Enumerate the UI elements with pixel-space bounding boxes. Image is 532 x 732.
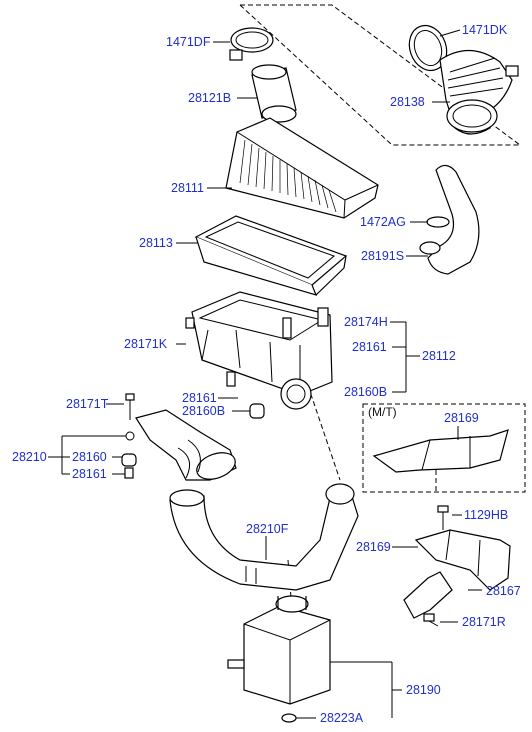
hose-28121b: [251, 64, 297, 123]
label-28161-lower: 28161: [72, 467, 107, 481]
label-28210: 28210: [12, 450, 47, 464]
label-28210f: 28210F: [246, 522, 289, 536]
label-28111: 28111: [171, 181, 204, 195]
label-28190: 28190: [406, 683, 441, 697]
label-28167: 28167: [486, 584, 521, 598]
label-28161-small: 28161: [182, 391, 217, 405]
note-mt: (M/T): [368, 405, 397, 419]
label-28171r: 28171R: [462, 615, 506, 629]
grommet-28160: [121, 453, 137, 467]
bracket-28169-mt: [372, 429, 509, 473]
label-28174h: 28174H: [344, 315, 388, 329]
label-28160: 28160: [72, 450, 107, 464]
label-28223a: 28223A: [320, 711, 364, 725]
label-28160b-right: 28160B: [344, 385, 388, 399]
clamp-1471df: [229, 27, 274, 61]
label-1471df: 1471DF: [166, 35, 211, 49]
intake-duct-outline-guide: [238, 4, 522, 146]
label-28138: 28138: [390, 95, 425, 109]
air-cleaner-cover-28111: [225, 117, 379, 219]
label-28113: 28113: [139, 236, 173, 250]
label-28161-main: 28161: [352, 340, 387, 354]
bracket-28167: [403, 571, 453, 619]
bracket-28169: [414, 529, 511, 591]
label-28171t: 28171T: [66, 397, 109, 411]
label-28191s: 28191S: [361, 249, 405, 263]
bolt-28171r: [423, 613, 439, 627]
mt-box-outline: [362, 403, 526, 493]
filter-element-28113: [194, 215, 348, 296]
label-28112: 28112: [422, 349, 456, 363]
clamp-1471dk: [408, 24, 448, 72]
bolt-28171t: [125, 393, 135, 420]
air-cleaner-body-28112: [185, 291, 333, 419]
label-28169-mt: 28169: [444, 411, 479, 425]
label-28121b: 28121B: [188, 91, 232, 105]
resonator-28190: [227, 595, 331, 723]
label-28160b-small: 28160B: [182, 404, 226, 418]
intake-hose-28210: [125, 409, 237, 481]
label-1472ag: 1472AG: [360, 215, 406, 229]
breather-hose-28191s: [419, 164, 480, 275]
label-28171k: 28171K: [124, 337, 168, 351]
bolt-1129hb: [437, 505, 449, 530]
leader-lines: [48, 29, 482, 719]
air-duct-28210f: [169, 483, 359, 591]
label-28169: 28169: [356, 540, 391, 554]
collar-28161: [124, 467, 134, 479]
clamp-1472ag: [426, 216, 450, 228]
label-1471dk: 1471DK: [462, 23, 508, 37]
label-1129hb: 1129HB: [464, 508, 509, 522]
intake-duct-28138: [439, 49, 519, 135]
